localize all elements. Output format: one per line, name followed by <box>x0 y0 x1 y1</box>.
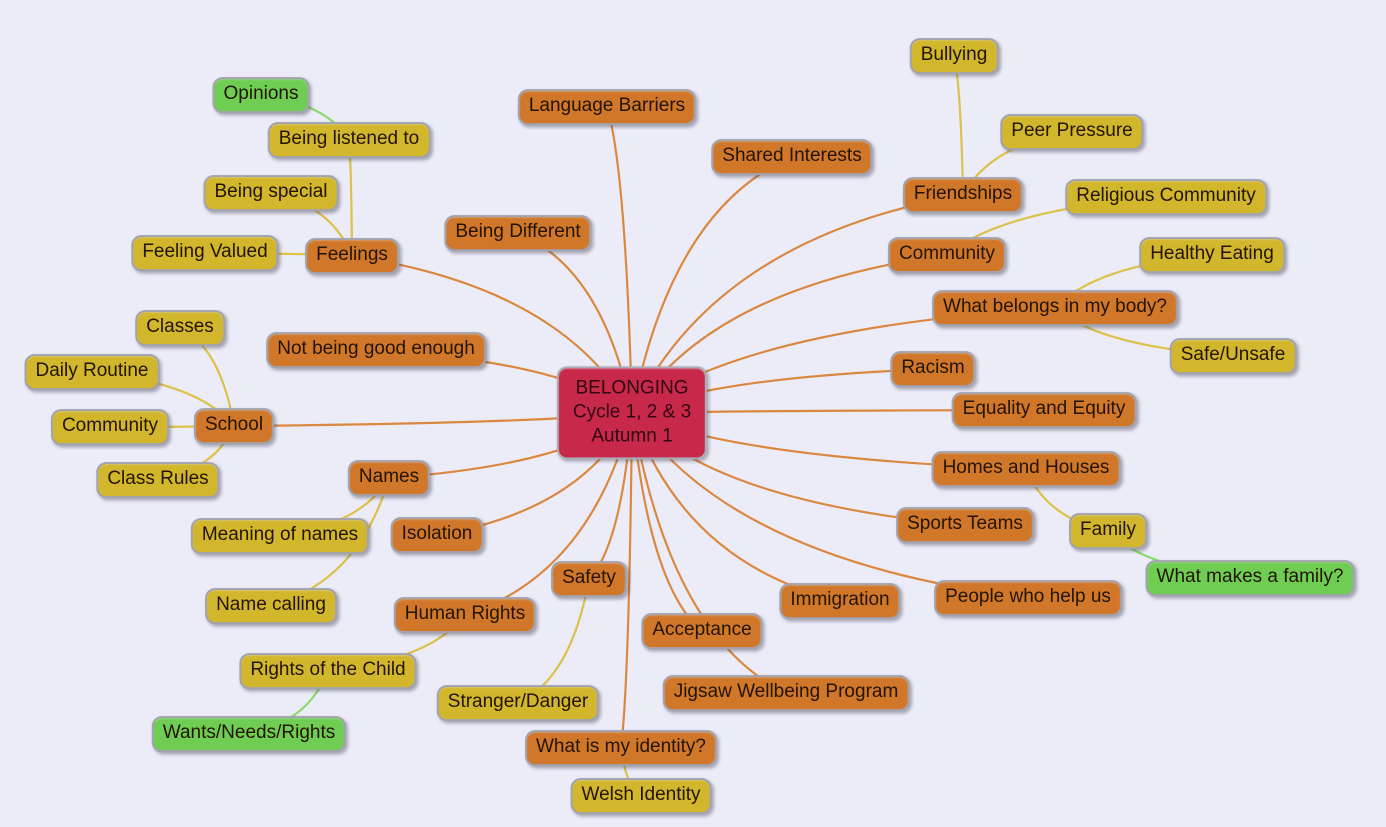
node-being-listened-to[interactable]: Being listened to <box>267 122 431 158</box>
node-feelings[interactable]: Feelings <box>305 238 399 274</box>
node-school-community[interactable]: Community <box>50 409 170 445</box>
node-opinions[interactable]: Opinions <box>212 77 310 113</box>
node-class-rules[interactable]: Class Rules <box>96 462 220 498</box>
node-acceptance[interactable]: Acceptance <box>641 613 763 649</box>
node-racism[interactable]: Racism <box>890 351 976 387</box>
node-wants-needs-rights[interactable]: Wants/Needs/Rights <box>151 716 347 752</box>
node-language-barriers[interactable]: Language Barriers <box>517 89 697 125</box>
node-homes-and-houses[interactable]: Homes and Houses <box>931 451 1121 487</box>
node-stranger-danger[interactable]: Stranger/Danger <box>436 685 600 721</box>
node-sports-teams[interactable]: Sports Teams <box>896 507 1034 543</box>
node-religious-community[interactable]: Religious Community <box>1065 179 1267 215</box>
node-feeling-valued[interactable]: Feeling Valued <box>131 235 279 271</box>
node-what-is-my-identity[interactable]: What is my identity? <box>525 730 717 766</box>
node-peer-pressure[interactable]: Peer Pressure <box>1000 114 1144 150</box>
node-bullying[interactable]: Bullying <box>909 38 999 74</box>
node-being-special[interactable]: Being special <box>203 175 339 211</box>
node-not-being-good-enough[interactable]: Not being good enough <box>266 332 486 368</box>
central-topic-line: BELONGING <box>575 377 689 399</box>
edge-friendships-bullying <box>952 54 965 197</box>
node-rights-of-the-child[interactable]: Rights of the Child <box>239 653 417 689</box>
node-family[interactable]: Family <box>1069 513 1147 549</box>
central-topic-line: Cycle 1, 2 & 3 <box>572 401 692 423</box>
node-human-rights[interactable]: Human Rights <box>393 597 537 633</box>
node-meaning-of-names[interactable]: Meaning of names <box>190 518 370 554</box>
node-friendships[interactable]: Friendships <box>902 177 1024 213</box>
node-name-calling[interactable]: Name calling <box>205 588 337 624</box>
central-topic-line: Autumn 1 <box>591 424 673 446</box>
node-names[interactable]: Names <box>347 460 431 496</box>
node-isolation[interactable]: Isolation <box>390 517 484 553</box>
node-being-different[interactable]: Being Different <box>444 215 592 251</box>
node-daily-routine[interactable]: Daily Routine <box>24 354 160 390</box>
node-jigsaw-wellbeing-program[interactable]: Jigsaw Wellbeing Program <box>662 675 910 711</box>
node-shared-interests[interactable]: Shared Interests <box>711 139 873 175</box>
edge-center-what-is-my-identity <box>619 411 634 750</box>
node-people-who-help-us[interactable]: People who help us <box>934 580 1122 616</box>
node-safe-unsafe[interactable]: Safe/Unsafe <box>1169 338 1297 374</box>
node-equality-and-equity[interactable]: Equality and Equity <box>951 392 1137 428</box>
node-school[interactable]: School <box>193 408 275 444</box>
node-what-belongs-in-my-body[interactable]: What belongs in my body? <box>932 290 1178 326</box>
edge-center-language-barriers <box>605 105 634 415</box>
node-immigration[interactable]: Immigration <box>779 583 901 619</box>
node-welsh-identity[interactable]: Welsh Identity <box>570 778 712 814</box>
node-healthy-eating[interactable]: Healthy Eating <box>1139 237 1285 273</box>
node-safety[interactable]: Safety <box>551 561 627 597</box>
node-classes[interactable]: Classes <box>135 310 225 346</box>
node-community[interactable]: Community <box>887 237 1007 273</box>
node-what-makes-a-family[interactable]: What makes a family? <box>1145 560 1355 596</box>
